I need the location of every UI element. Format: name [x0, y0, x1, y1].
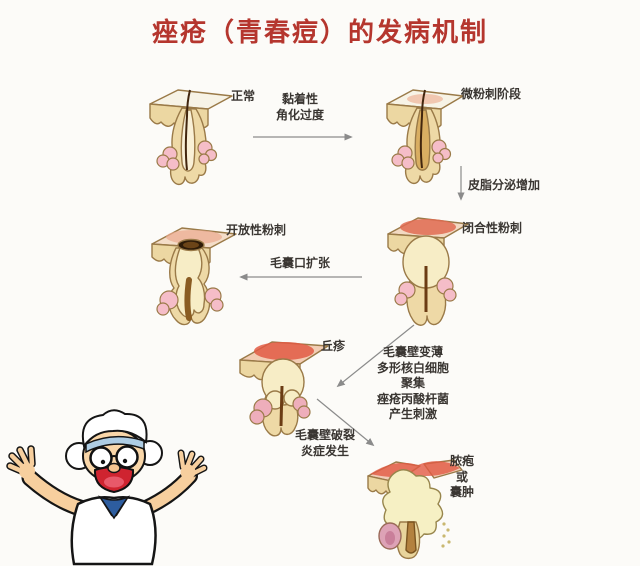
stage-label-pustule: 脓疱 或 囊肿	[449, 454, 474, 499]
follicle-closed-comedone-illustration	[384, 210, 470, 334]
annotation-keratinization: 黏着性 角化过度	[275, 92, 324, 122]
stage-label-papule: 丘疹	[321, 339, 346, 353]
follicle-microcomedone-illustration	[383, 82, 465, 190]
annotation-rupture: 毛囊壁破裂 炎症发生	[294, 428, 355, 458]
stage-label-micro: 微粉刺阶段	[461, 87, 522, 101]
page-title: 痤疮（青春痘）的发病机制	[151, 18, 488, 47]
follicle-normal-illustration	[146, 82, 236, 194]
follicle-papule-illustration	[236, 332, 332, 438]
annotation-dilation: 毛囊口扩张	[269, 256, 330, 270]
stage-label-closed: 闭合性粉刺	[462, 221, 523, 235]
follicle-open-comedone-illustration	[146, 218, 240, 332]
annotation-sebum: 皮脂分泌增加	[468, 178, 541, 192]
annotation-inflammation: 毛囊壁变薄 多形核白细胞 聚集 痤疮丙酸杆菌 产生刺激	[376, 345, 449, 421]
follicle-pustule-illustration	[364, 446, 466, 562]
doctor-mascot	[0, 404, 215, 566]
stage-label-normal: 正常	[231, 89, 256, 103]
stage-label-open: 开放性粉刺	[226, 223, 287, 237]
